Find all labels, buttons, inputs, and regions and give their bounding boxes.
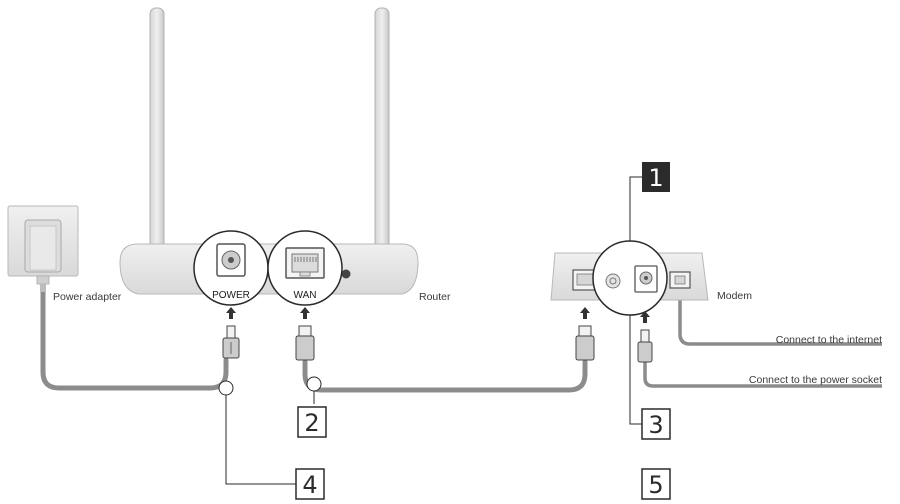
connect-internet-label: Connect to the internet bbox=[776, 334, 882, 346]
modem-label: Modem bbox=[717, 290, 752, 302]
router-ethernet-plug bbox=[295, 325, 315, 361]
step-badge-2: 2 bbox=[297, 406, 327, 438]
modem-power-jack-icon bbox=[634, 265, 658, 293]
internet-cable bbox=[678, 282, 882, 346]
modem-power-plug bbox=[637, 329, 653, 363]
up-arrow-icon bbox=[640, 311, 650, 323]
power-adapter-cable bbox=[40, 287, 229, 391]
power-port-label: POWER bbox=[212, 290, 250, 301]
up-arrows bbox=[226, 307, 650, 323]
dc-power-jack-icon bbox=[216, 243, 246, 277]
up-arrow-icon bbox=[300, 307, 310, 319]
ethernet-cable bbox=[302, 359, 588, 393]
up-arrow-icon bbox=[226, 307, 236, 319]
modem-ethernet-plug bbox=[575, 325, 595, 361]
ethernet-port-icon bbox=[285, 247, 325, 279]
step-3-number: 3 bbox=[648, 411, 663, 439]
router-wan-port-zoom bbox=[267, 230, 343, 306]
step-1-number: 1 bbox=[648, 164, 663, 192]
modem-port-zoom bbox=[592, 240, 668, 316]
step-badge-4: 4 bbox=[295, 468, 325, 500]
wan-port-label: WAN bbox=[294, 290, 317, 301]
router bbox=[119, 7, 419, 295]
step-5-number: 5 bbox=[648, 471, 663, 499]
router-reset-button bbox=[341, 269, 351, 279]
power-adapter bbox=[7, 205, 79, 292]
router-power-plug bbox=[222, 325, 240, 359]
step-badge-5: 5 bbox=[641, 468, 671, 500]
step-badge-3: 3 bbox=[641, 408, 671, 440]
up-arrow-icon bbox=[580, 307, 590, 319]
modem-power-cable bbox=[643, 362, 882, 388]
modem-dsl-port bbox=[669, 271, 691, 289]
modem-ethernet-port bbox=[572, 269, 598, 291]
power-adapter-label: Power adapter bbox=[53, 291, 122, 303]
connect-power-label: Connect to the power socket bbox=[749, 374, 882, 386]
step-4-number: 4 bbox=[302, 471, 317, 499]
step-2-number: 2 bbox=[304, 409, 319, 437]
step-badge-1: 1 bbox=[642, 162, 670, 192]
power-button-icon bbox=[605, 273, 621, 289]
callout-lines bbox=[218, 176, 642, 485]
router-power-port-zoom bbox=[193, 230, 269, 306]
router-label: Router bbox=[419, 291, 451, 303]
